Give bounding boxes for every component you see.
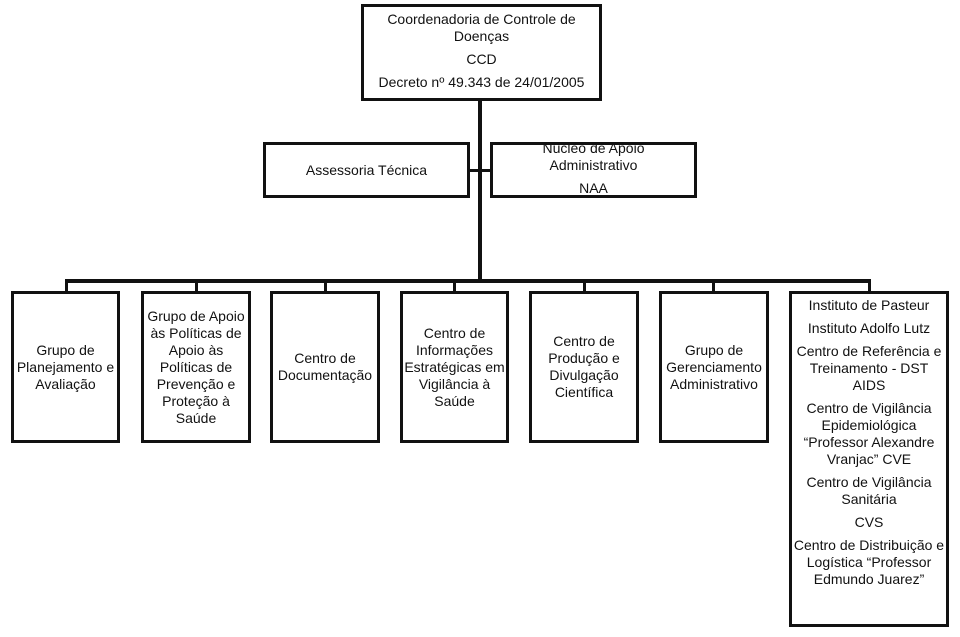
unit-line: Avaliação [35, 375, 96, 392]
drop-line-5 [583, 279, 586, 292]
ccd-title-line-1: Coordenadoria de Controle de [387, 11, 576, 27]
naa-box: Núcleo de Apoio Administrativo NAA [490, 142, 697, 198]
unit-line: Saúde [175, 409, 217, 426]
unit-box-documentation: Centro de Documentação [270, 291, 380, 443]
unit-line: Saúde [434, 392, 475, 409]
unit-box-scientific-production: Centro de Produção e Divulgação Científi… [529, 291, 639, 443]
drop-line-1 [65, 279, 68, 292]
unit-line: Apoio às [168, 341, 224, 358]
institute-item: Centro de Vigilância Sanitária [806, 474, 931, 508]
institute-item: CVS [855, 514, 884, 531]
drop-line-3 [324, 279, 327, 292]
institute-line: Centro de Vigilância [806, 400, 932, 416]
naa-line-1: Núcleo de Apoio [542, 142, 645, 156]
drop-line-7 [868, 279, 871, 292]
institute-line: Edmundo Juarez” [813, 571, 925, 587]
unit-line: Grupo de [684, 341, 744, 358]
unit-box-strategic-info: Centro de Informações Estratégicas em Vi… [400, 291, 509, 443]
advisory-label: Assessoria Técnica [305, 161, 428, 178]
unit-line: Centro de [423, 324, 486, 341]
unit-line: Documentação [277, 367, 373, 383]
trunk-line [478, 101, 482, 282]
unit-line: Grupo de Apoio [147, 307, 245, 324]
institute-line: Treinamento - DST [809, 360, 929, 376]
unit-line: Informações [415, 341, 494, 358]
unit-line: Científica [554, 384, 614, 400]
drop-line-6 [712, 279, 715, 292]
institute-line: Centro de Vigilância [806, 474, 932, 490]
unit-box-admin-management: Grupo de Gerenciamento Administrativo [659, 291, 769, 443]
naa-acronym: NAA [579, 180, 608, 196]
institute-line: Instituto de Pasteur [808, 297, 930, 313]
naa-line-2: Administrativo [549, 157, 638, 173]
unit-box-planning: Grupo de Planejamento e Avaliação [11, 291, 120, 443]
unit-line: Políticas de [159, 358, 233, 375]
unit-line: Divulgação [549, 367, 619, 383]
institute-item: Centro de Referência e Treinamento - DST… [797, 343, 942, 394]
institute-item: Centro de Vigilância Epidemiológica “Pro… [804, 400, 935, 468]
unit-line: Administrativo [670, 375, 758, 392]
unit-line: Centro de [294, 350, 356, 366]
institute-line: Centro de Referência e [796, 343, 942, 359]
ccd-box: Coordenadoria de Controle de Doenças CCD… [361, 4, 602, 101]
ccd-decree: Decreto nº 49.343 de 24/01/2005 [378, 74, 585, 90]
unit-line: às Políticas de [150, 324, 242, 341]
unit-line: Estratégicas em [404, 358, 505, 375]
institute-item: Instituto de Pasteur [809, 297, 930, 314]
ccd-title-line-2: Doenças [453, 28, 510, 44]
institute-item: Instituto Adolfo Lutz [808, 320, 930, 337]
ccd-acronym: CCD [466, 51, 497, 67]
institute-line: Epidemiológica [821, 417, 917, 433]
drop-line-4 [453, 279, 456, 292]
unit-line: Centro de [553, 333, 615, 349]
unit-line: Proteção à [162, 392, 230, 409]
institute-line: Vranjac” CVE [826, 451, 912, 467]
institute-line: Centro de Distribuição e [793, 537, 945, 553]
advisory-box: Assessoria Técnica [263, 142, 470, 198]
institute-item: Centro de Distribuição e Logística “Prof… [794, 537, 944, 588]
institutes-box: Instituto de Pasteur Instituto Adolfo Lu… [789, 291, 949, 627]
unit-line: Planejamento e [16, 358, 115, 375]
institute-line: Logística “Professor [806, 554, 932, 570]
institute-line: Sanitária [841, 491, 897, 507]
unit-line: Gerenciamento [666, 358, 762, 375]
unit-box-policy-support: Grupo de Apoio às Políticas de Apoio às … [141, 291, 251, 443]
institute-line: Instituto Adolfo Lutz [807, 320, 931, 336]
institute-line: “Professor Alexandre [803, 434, 935, 450]
unit-line: Produção e [548, 350, 620, 366]
advisory-connector [470, 169, 490, 172]
institute-line: AIDS [852, 377, 886, 393]
institute-line: CVS [854, 514, 884, 530]
drop-line-2 [195, 279, 198, 292]
unit-line: Grupo de [36, 341, 95, 358]
distribution-bar [65, 279, 871, 283]
unit-line: Vigilância à [418, 375, 491, 392]
unit-line: Prevenção e [156, 375, 236, 392]
